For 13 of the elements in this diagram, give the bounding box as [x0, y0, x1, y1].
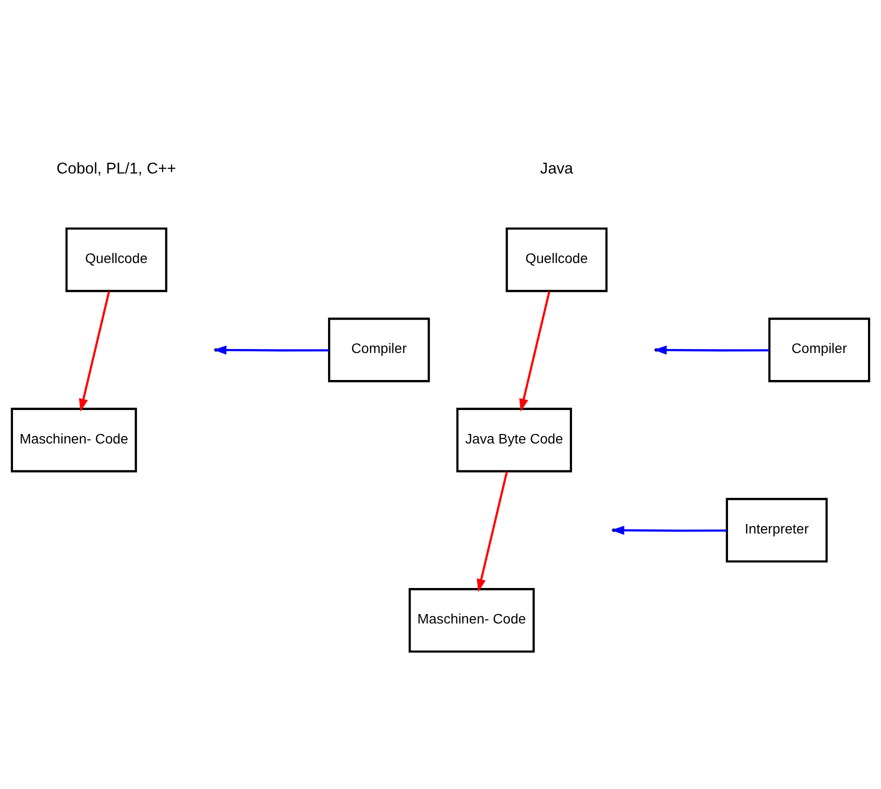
arrow [78, 290, 110, 412]
node-box: Compiler [768, 317, 870, 382]
node-box: Interpreter [726, 497, 828, 562]
label: Java [540, 160, 574, 177]
node-box: Maschinen- Code [408, 588, 535, 652]
arrow [476, 470, 508, 592]
node-box: Quellcode [65, 227, 168, 292]
label: Cobol, PL/1, C++ [56, 160, 176, 177]
node-box: Quellcode [506, 227, 608, 292]
node-box: Maschinen- Code [10, 407, 137, 472]
arrow [519, 290, 550, 412]
node-box: Compiler [328, 317, 430, 382]
node-box: Java Byte Code [456, 407, 572, 472]
